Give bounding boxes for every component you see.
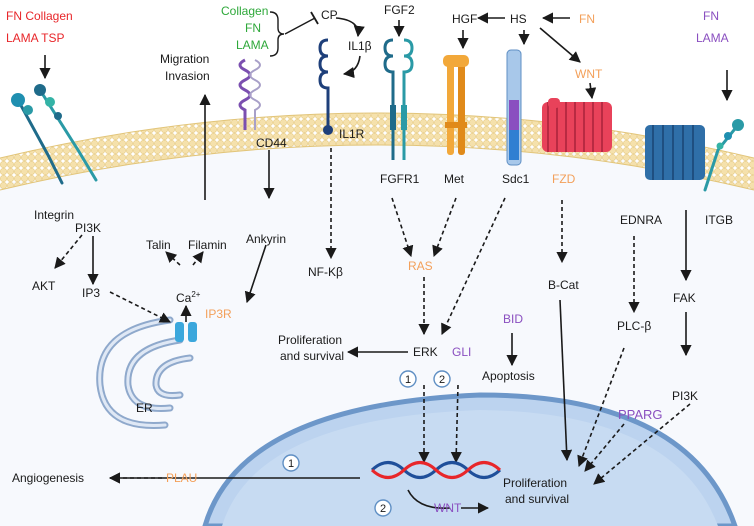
- plcb-label: PLC-β: [617, 319, 651, 333]
- step-marker-erk-2: 2: [433, 370, 451, 388]
- ankyrin-label: Ankyrin: [246, 232, 286, 246]
- angiogenesis-label: Angiogenesis: [12, 471, 84, 485]
- pi3k-left-label: PI3K: [75, 221, 101, 235]
- cp-inhibitor-fn: FN: [245, 21, 261, 35]
- nfkb-label: NF-Kβ: [308, 265, 343, 279]
- sdc1-receptor-icon: [506, 49, 522, 166]
- pi3k-right-label: PI3K: [672, 389, 698, 403]
- hs-label: HS: [510, 12, 527, 26]
- sdc1-label: Sdc1: [502, 172, 530, 186]
- proliferation-bottom-line1: Proliferation: [503, 476, 567, 490]
- fgfr1-receptor-icon: [383, 38, 414, 160]
- ednra-label: EDNRA: [620, 213, 662, 227]
- talin-label: Talin: [146, 238, 171, 252]
- bcat-label: B-Cat: [548, 278, 579, 292]
- step-marker-erk-1: 1: [399, 370, 417, 388]
- fgf2-label: FGF2: [384, 3, 415, 17]
- cp-label: CP: [321, 8, 338, 22]
- migration-label: Migration: [160, 52, 209, 66]
- ca2-label: Ca2+: [176, 290, 201, 305]
- dna-helix-icon: [370, 461, 502, 479]
- apoptosis-label: Apoptosis: [482, 369, 535, 383]
- itgb-ligand-fn: FN: [703, 9, 719, 23]
- hgf-label: HGF: [452, 12, 477, 26]
- integrin-label: Integrin: [34, 208, 74, 222]
- erk-label: ERK: [413, 345, 438, 359]
- fgfr1-label: FGFR1: [380, 172, 420, 186]
- ip3r-channel-icon: [175, 322, 197, 342]
- fzd-label: FZD: [552, 172, 576, 186]
- step-marker-plau-1: 1: [282, 454, 300, 472]
- wnt-ligand-label: WNT: [575, 67, 603, 81]
- svg-text:2: 2: [380, 503, 386, 515]
- cp-inhibitor-lama: LAMA: [236, 38, 269, 52]
- plau-label: PLAU: [166, 471, 197, 485]
- akt-label: AKT: [32, 279, 56, 293]
- fzd-receptor-icon: [542, 98, 612, 152]
- ras-label: RAS: [408, 259, 433, 273]
- gli-label: GLI: [452, 345, 471, 359]
- cp-inhibitor-collagen: Collagen: [221, 4, 268, 18]
- il1r-label: IL1R: [339, 127, 365, 141]
- invasion-label: Invasion: [165, 69, 210, 83]
- svg-text:1: 1: [405, 374, 411, 386]
- er-label: ER: [136, 401, 153, 415]
- fak-label: FAK: [673, 291, 696, 305]
- arrows-dashed: [54, 148, 691, 485]
- il1b-label: IL1β: [348, 39, 372, 53]
- il1r-receptor-icon: [318, 38, 333, 135]
- ligand-text-lama-tsp: LAMA TSP: [6, 31, 64, 45]
- itgb-receptor-icon: [703, 119, 744, 192]
- pparg-label: PPARG: [618, 407, 663, 422]
- cd44-label: CD44: [256, 136, 287, 150]
- fn-ligand-label: FN: [579, 12, 595, 26]
- bid-label: BID: [503, 312, 523, 326]
- itgb-ligand-lama: LAMA: [696, 31, 729, 45]
- proliferation-bottom-line2: and survival: [505, 492, 569, 506]
- wnt-nuclear-label: WNT: [434, 501, 462, 515]
- ip3r-label: IP3R: [205, 307, 232, 321]
- cp-inhibition-bracket: [269, 11, 319, 57]
- ligand-text-fn-collagen: FN Collagen: [6, 9, 73, 23]
- ip3-label: IP3: [82, 286, 100, 300]
- step-marker-wnt-2: 2: [374, 499, 392, 517]
- met-receptor-icon: [443, 55, 469, 155]
- svg-text:1: 1: [288, 458, 294, 470]
- cd44-receptor-icon: [238, 58, 261, 130]
- filamin-label: Filamin: [188, 238, 227, 252]
- met-label: Met: [444, 172, 465, 186]
- integrin-receptor-icon: [11, 84, 98, 185]
- proliferation-top-line2: and survival: [280, 349, 344, 363]
- dna-transcription-arrow: [407, 489, 451, 509]
- itgb-label: ITGB: [705, 213, 733, 227]
- ednra-receptor-icon: [645, 125, 705, 180]
- endoplasmic-reticulum: [96, 316, 194, 429]
- svg-text:2: 2: [439, 374, 445, 386]
- proliferation-top-line1: Proliferation: [278, 333, 342, 347]
